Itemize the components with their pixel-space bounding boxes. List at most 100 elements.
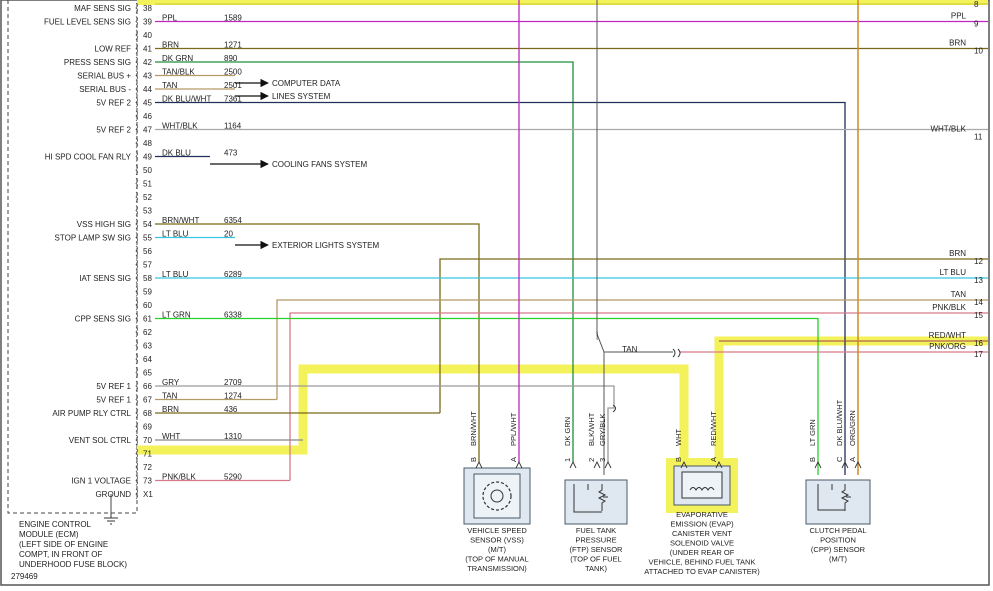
pin-bracket [135, 407, 138, 419]
pin-bracket [135, 475, 138, 486]
cpp-sensor [805, 479, 871, 525]
vss-caption-line: VEHICLE SPEED [467, 526, 527, 535]
ecm-circuit-number: 1274 [224, 392, 242, 401]
terminal-wire-color: TAN [951, 290, 967, 299]
ftp-caption-line: (FTP) SENSOR [570, 545, 624, 554]
ecm-pin-row-63: 63 [135, 340, 152, 351]
ecm-pin-number: X1 [143, 490, 153, 499]
terminal-number: 11 [974, 133, 983, 142]
ecm-wire-color: LT GRN [162, 311, 191, 320]
evap-caption-line: CANISTER VENT [672, 529, 732, 538]
wire-5v-ref1-gry [155, 385, 615, 462]
ecm-pin-row-64: 64 [135, 353, 152, 365]
pin-bracket [135, 137, 138, 149]
terminal-number: 10 [974, 47, 983, 56]
ecm-wire-color: GRY [162, 378, 180, 387]
ecm-pin-number: 58 [143, 274, 152, 283]
component-pin-wire: WHT [674, 429, 683, 446]
pin-terminal-mark [854, 460, 862, 469]
right-terminal-10: BRN 10 [949, 39, 983, 56]
pin-bracket [135, 218, 138, 230]
ecm-pin-number: 67 [143, 396, 152, 405]
component-pin-letter: A [509, 457, 518, 462]
pin-bracket [135, 83, 138, 95]
cpp-caption-line: (M/T) [829, 555, 847, 564]
ecm-circuit-number: 2709 [224, 378, 242, 387]
ecm-pin-number: 63 [143, 342, 152, 351]
pin-bracket [135, 205, 138, 216]
ecm-wire-color: TAN [162, 392, 178, 401]
pin-bracket [135, 313, 138, 324]
vss-coil-icon [482, 481, 512, 511]
pin-terminal-mark [715, 460, 723, 469]
cpp-pin-C: CDK BLU/WHT [835, 399, 849, 469]
ecm-pin-label: 5V REF 1 [96, 382, 131, 391]
vss-coil-core [490, 489, 504, 503]
ecm-pin-label: VSS HIGH SIG [77, 220, 131, 229]
pin-bracket [135, 367, 138, 378]
ecm-pin-number: 40 [143, 31, 152, 40]
component-pin-letter: B [674, 457, 683, 462]
ecm-pin-row-50: 50 [135, 164, 152, 176]
pin-bracket [135, 178, 138, 189]
ftp-pin-1: 1DK GRN [563, 417, 577, 469]
component-pin-wire: ORG/GRN [848, 410, 857, 446]
ecm-pin-label: IGN 1 VOLTAGE [71, 477, 131, 486]
wire-5v-ref2-dk-blu-wht [155, 101, 846, 475]
terminal-number: 14 [974, 298, 983, 307]
ecm-pin-row-51: 51 [135, 178, 152, 189]
ecm-caption-line-1: ENGINE CONTROL [19, 520, 92, 529]
component-pin-letter: A [848, 457, 857, 462]
pin-bracket [135, 299, 138, 311]
ecm-pin-row-72: 72 [135, 461, 152, 473]
ecm-circuit-number: 436 [224, 405, 238, 414]
terminal-wire-color: RED/WHT [929, 331, 966, 340]
ecm-wire-color: TAN [162, 81, 178, 90]
ftp-sensor [564, 479, 628, 525]
evap-caption-line: EVAPORATIVE [676, 510, 728, 519]
ecm-pin-number: 54 [143, 220, 152, 229]
ecm-pin-label: HI SPD COOL FAN RLY [45, 153, 132, 162]
ecm-pin-row-53: 53 [135, 205, 152, 216]
component-pin-letter: 1 [563, 458, 572, 462]
pin-bracket [135, 434, 138, 446]
reference-arrows: COMPUTER DATA LINES SYSTEM COOLING FANS … [210, 78, 379, 250]
pin-bracket [135, 70, 138, 81]
wire-tan-to-14 [276, 299, 988, 400]
ecm-circuit-number: 7361 [224, 95, 242, 104]
right-terminal-14: TAN 14 [951, 290, 984, 307]
pin-bracket [135, 394, 138, 405]
ecm-pin-number: 61 [143, 315, 152, 324]
terminal-wire-color: BRN [949, 249, 966, 258]
terminal-wire-color: BRN [949, 39, 966, 48]
ecm-pin-label: FUEL LEVEL SENS SIG [44, 18, 131, 27]
evap-solenoid-inner [681, 471, 723, 499]
component-pin-wire: BRN/WHT [469, 411, 478, 446]
pin-bracket [135, 488, 138, 500]
ecm-wire-color: WHT/BLK [162, 122, 198, 131]
ecm-pin-label: STOP LAMP SW SIG [55, 234, 131, 243]
right-terminal-8: 8 [974, 0, 979, 9]
evap-caption-line: VEHICLE, BEHIND FUEL TANK [649, 558, 756, 567]
ecm-pin-row-48: 48 [135, 137, 152, 149]
pin-bracket [135, 124, 138, 135]
pin-bracket [135, 151, 138, 162]
ecm-wire-color: PNK/BLK [162, 473, 196, 482]
ecm-pin-number: 49 [143, 153, 152, 162]
component-pin-letter: 2 [587, 458, 596, 462]
ecm-pin-row-65: 65 [135, 367, 152, 378]
pin-bracket [135, 421, 138, 432]
